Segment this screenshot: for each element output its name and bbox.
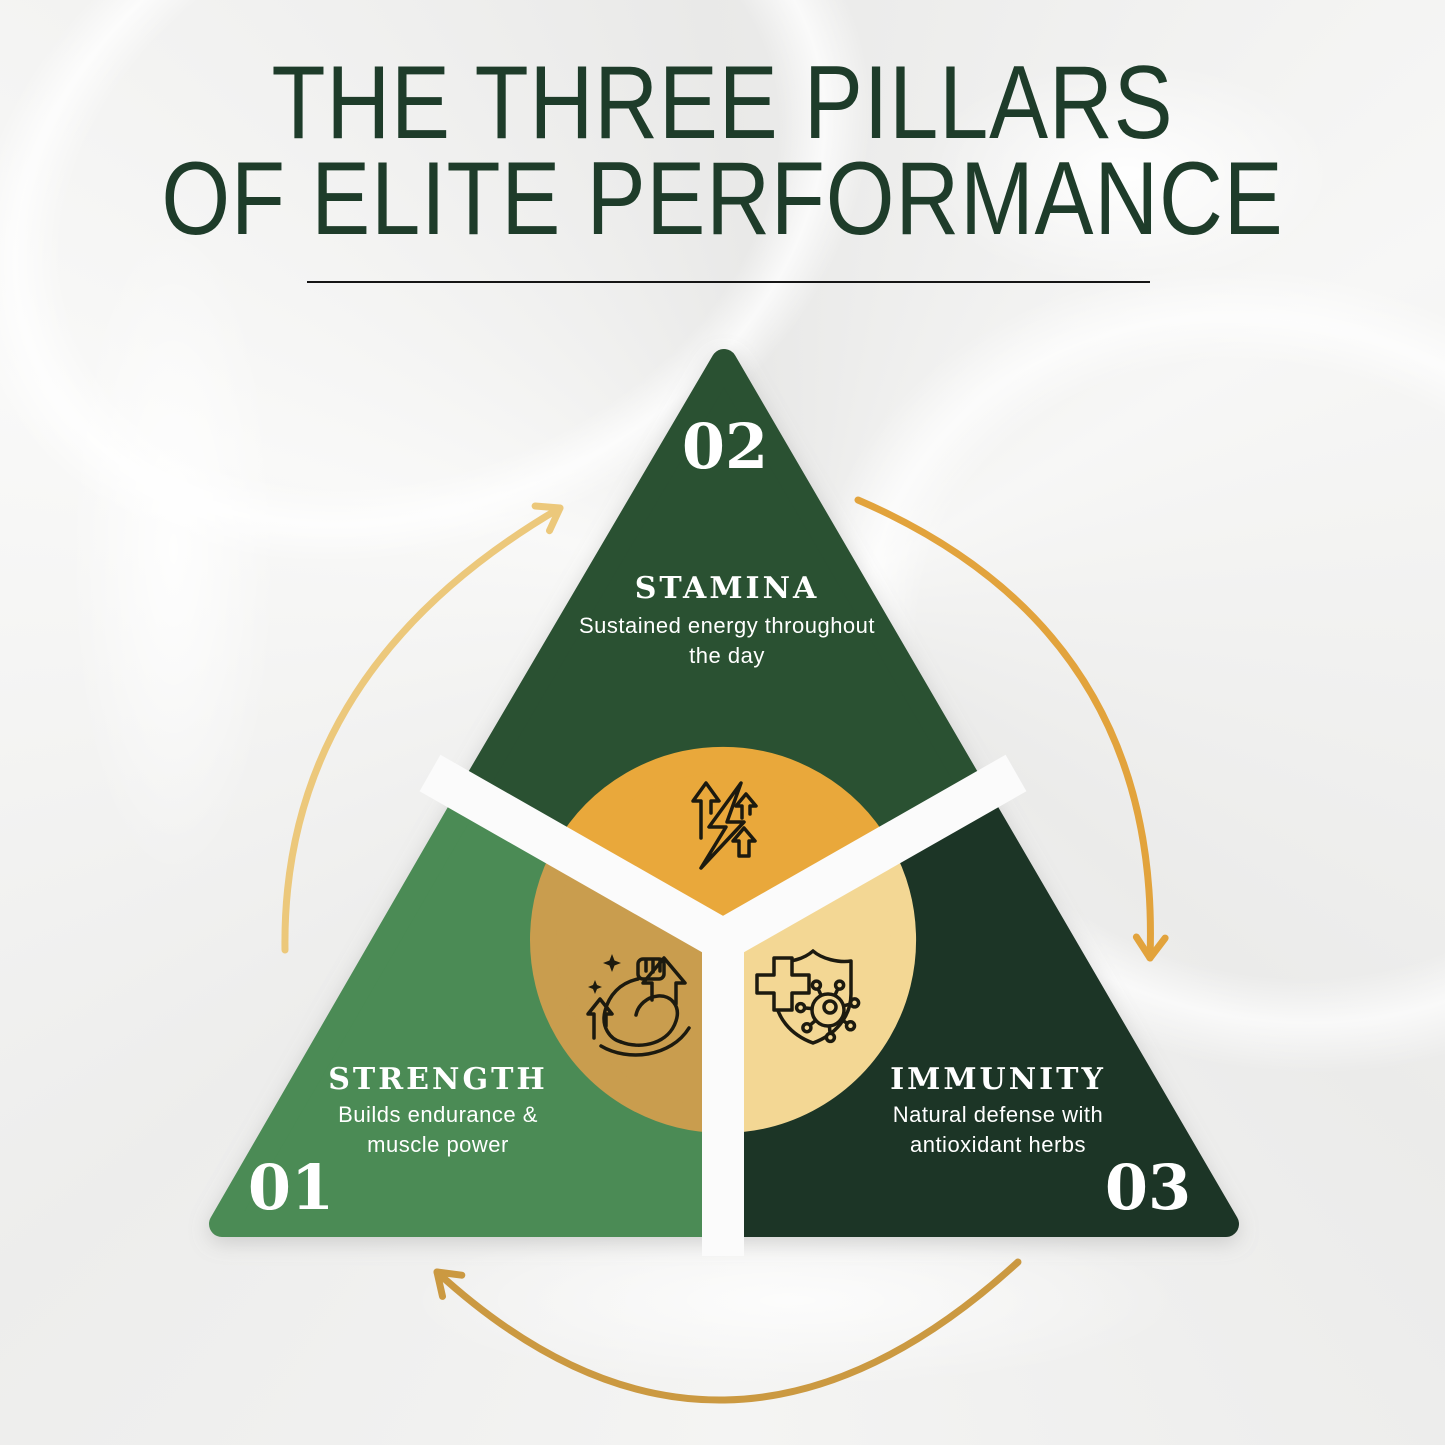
arrowhead-up-left-icon <box>433 1268 466 1300</box>
strength-number: 01 <box>248 1151 334 1224</box>
page-title-line-2: OF ELITE PERFORMANCE <box>161 141 1284 257</box>
strength-label: STRENGTH <box>328 1062 548 1097</box>
strength-description-line1: Builds endurance & <box>338 1102 538 1127</box>
page-title: THE THREE PILLARS OF ELITE PERFORMANCE <box>0 45 1445 257</box>
title-divider-line <box>307 281 1150 283</box>
stamina-description-line1: Sustained energy throughout <box>579 613 875 638</box>
immunity-label: IMMUNITY <box>890 1062 1106 1097</box>
immunity-description-line1: Natural defense with <box>893 1102 1104 1127</box>
strength-description-line2: muscle power <box>367 1132 509 1157</box>
stamina-description-line2: the day <box>689 643 765 668</box>
immunity-number: 03 <box>1105 1151 1191 1224</box>
cycle-arrow-bottom <box>433 1258 1022 1404</box>
gap-junction <box>699 916 747 964</box>
immunity-description-line2: antioxidant herbs <box>910 1132 1086 1157</box>
page-title-line-1: THE THREE PILLARS <box>271 45 1174 161</box>
stamina-label: STAMINA <box>635 571 820 606</box>
stamina-number: 02 <box>682 410 768 483</box>
